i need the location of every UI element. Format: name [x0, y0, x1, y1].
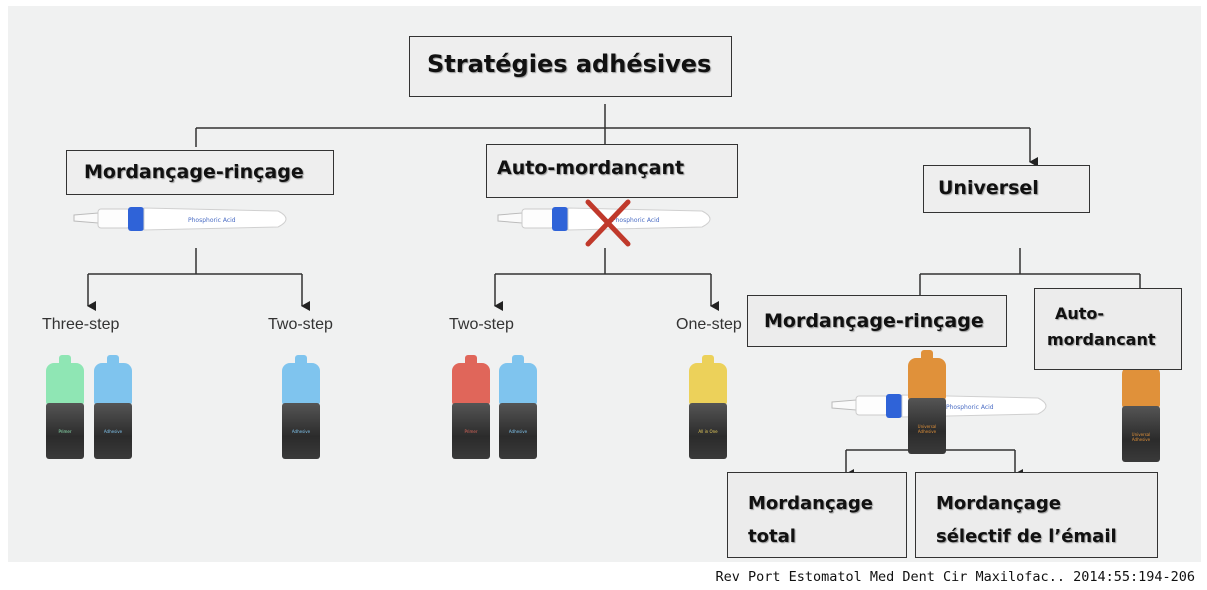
universal-adhesive-bottle: Universal Adhesive: [908, 350, 946, 454]
branch-self-etch: Auto-mordançant: [486, 144, 738, 198]
adhesive-bottle: Adhesive: [94, 355, 132, 459]
syringe-label: Phosphoric Acid: [188, 217, 236, 224]
label-two-step-etch-rinse: Two-step: [268, 316, 333, 333]
label-one-step: One-step: [676, 316, 742, 333]
citation: Rev Port Estomatol Med Dent Cir Maxilofa…: [715, 569, 1195, 585]
label-two-step-self-etch: Two-step: [449, 316, 514, 333]
selective-etch-line1: Mordançage: [936, 493, 1061, 514]
diagram-title: Stratégies adhésives: [409, 36, 732, 97]
selective-enamel-etch-box: Mordançage sélectif de l’émail: [915, 472, 1158, 558]
self-etch-primer-bottle: Primer: [452, 355, 490, 459]
total-etch-line1: Mordançage: [748, 493, 873, 514]
total-etch-line2: total: [748, 526, 796, 548]
universal-self-etch-line1: Auto-: [1055, 304, 1105, 323]
phosphoric-acid-syringe: Phosphoric Acid: [73, 207, 287, 231]
branch-universal: Universel: [923, 165, 1090, 213]
label-three-step: Three-step: [42, 316, 120, 333]
universal-self-etch-line2: mordancant: [1047, 330, 1156, 350]
universal-etch-rinse-box: Mordançage-rinçage: [747, 295, 1007, 347]
adhesive-bottle: Adhesive: [499, 355, 537, 459]
all-in-one-bottle: All in One: [689, 355, 727, 459]
diagram-slide: Stratégies adhésives Mordançage-rinçage …: [8, 6, 1201, 562]
branch-etch-rinse: Mordançage-rinçage: [66, 150, 334, 195]
cross-mark-icon: [585, 199, 631, 247]
adhesive-bottle: Adhesive: [282, 355, 320, 459]
connector-lines: [87, 104, 1141, 479]
selective-etch-line2: sélectif de l’émail: [936, 526, 1117, 548]
crossed-syringe: Phosphoric Acid: [497, 199, 711, 247]
total-etch-box: Mordançage total: [727, 472, 907, 558]
universal-adhesive-bottle: Universal Adhesive: [1122, 358, 1160, 462]
primer-bottle: Primer: [46, 355, 84, 459]
universal-self-etch-box: Auto- mordancant: [1034, 288, 1182, 370]
syringe-label: Phosphoric Acid: [946, 404, 994, 411]
syringe-label: Phosphoric Acid: [612, 217, 660, 224]
